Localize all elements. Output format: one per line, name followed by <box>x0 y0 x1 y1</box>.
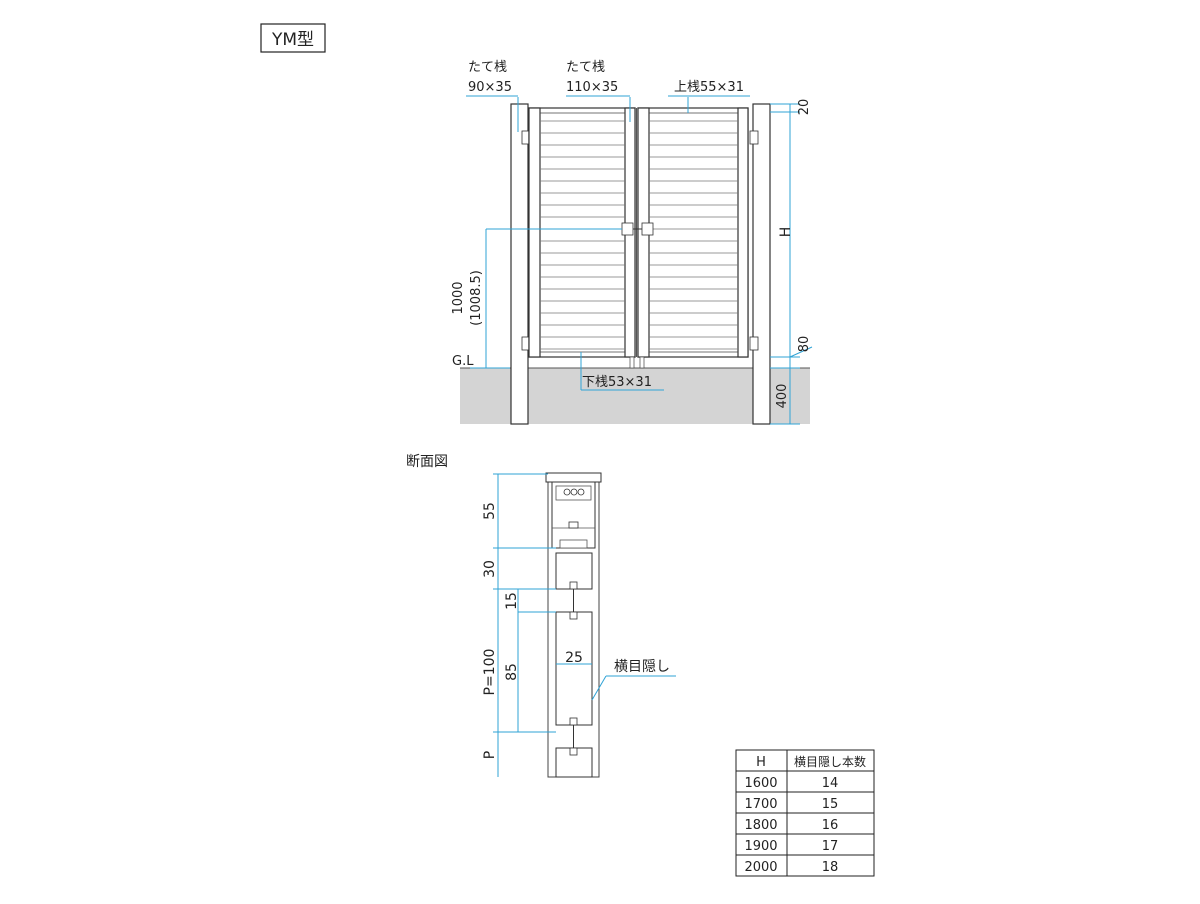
right-door-leaf <box>637 107 749 358</box>
label-ground: G.L <box>452 354 474 369</box>
title-text: YM型 <box>271 30 314 50</box>
table-cell: 1900 <box>744 839 777 854</box>
table-cell: 16 <box>822 818 839 833</box>
hinge-right-top <box>749 130 759 145</box>
label-top-rail: 上桟55×31 <box>674 80 744 95</box>
table-cell: 2000 <box>744 860 777 875</box>
table-header-h: H <box>756 755 766 770</box>
dim-embed: 400 <box>775 384 790 409</box>
section-slat-3 <box>555 747 593 778</box>
table-cell: 1800 <box>744 818 777 833</box>
section-dim-85: 85 <box>504 663 520 681</box>
section-view: 断面図 <box>406 454 676 778</box>
section-dim-p: P <box>482 751 498 759</box>
section-slat-label: 横目隠し <box>614 659 670 675</box>
slat-count-table: H 横目隠し本数 1600 14 1700 15 1800 16 1900 17… <box>735 749 875 877</box>
label-center-stile: たて桟 <box>566 60 605 75</box>
dim-top-gap: 20 <box>797 99 812 116</box>
left-leaf-hinge-stile <box>528 107 541 358</box>
table-header-count: 横目隠し本数 <box>794 754 866 769</box>
drop-rod-right <box>639 356 645 369</box>
section-dim-30: 30 <box>482 560 498 578</box>
section-dim-15: 15 <box>504 592 520 610</box>
hinge-right-bottom <box>749 336 759 351</box>
section-dim-25: 25 <box>565 650 583 666</box>
table-cell: 14 <box>822 776 839 791</box>
section-slat-1 <box>555 552 593 612</box>
section-dim-pitch-label: P=100 <box>482 649 498 696</box>
right-leaf-hinge-stile <box>737 107 749 358</box>
top-rail-profile <box>545 472 602 549</box>
label-side-stile-size: 90×35 <box>468 80 512 95</box>
drop-rod-left <box>629 356 635 369</box>
section-dim-55: 55 <box>482 502 498 520</box>
dim-bottom-gap: 80 <box>797 336 812 353</box>
left-door-leaf <box>528 107 636 358</box>
label-side-stile: たて桟 <box>468 60 507 75</box>
table-cell: 1700 <box>744 797 777 812</box>
table-cell: 17 <box>822 839 839 854</box>
table-cell: 1600 <box>744 776 777 791</box>
title-box: YM型 <box>260 23 326 53</box>
label-center-stile-size: 110×35 <box>566 80 618 95</box>
table-cell: 18 <box>822 860 839 875</box>
left-post <box>510 103 529 425</box>
label-handle-height-alt: (1008.5) <box>469 270 484 326</box>
section-title: 断面図 <box>406 454 448 470</box>
right-post <box>752 103 771 425</box>
gate-elevation: たて桟 90×35 たて桟 110×35 上桟55×31 下桟53×31 G.L… <box>451 60 813 425</box>
dim-height: H <box>778 227 794 238</box>
section-slat-2 <box>555 611 593 748</box>
table-cell: 15 <box>822 797 839 812</box>
label-bottom-rail: 下桟53×31 <box>582 375 652 390</box>
label-handle-height: 1000 <box>451 281 466 314</box>
